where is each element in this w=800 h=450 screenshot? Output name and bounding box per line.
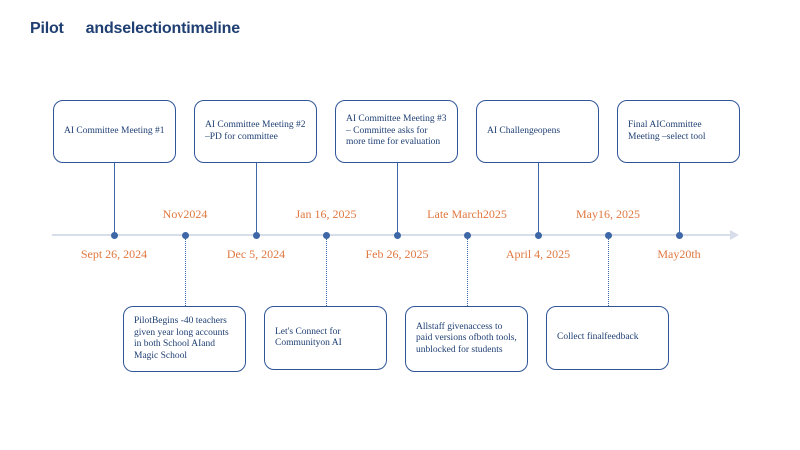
event-box-all-staff-access: Allstaff givenaccess to paid versions of… — [405, 306, 528, 372]
event-date-sept-26-2024: Sept 26, 2024 — [80, 247, 148, 261]
timeline-axis — [52, 234, 732, 236]
title-part-2: andselectiontimeline — [85, 20, 240, 37]
event-box-ai-challenge: AI Challengeopens — [476, 100, 599, 163]
title-part-1: Pilot — [30, 20, 64, 37]
event-date-may-16-2025: May16, 2025 — [576, 207, 640, 221]
event-date-dec-5-2024: Dec 5, 2024 — [226, 247, 286, 261]
timeline-dot — [534, 231, 542, 239]
connector-line — [396, 163, 398, 235]
event-date-april-4-2025: April 4, 2025 — [505, 247, 571, 261]
event-date-late-march-2025: Late March2025 — [427, 207, 507, 221]
event-box-collect-feedback: Collect finalfeedback — [546, 306, 669, 370]
event-box-pilot-begins: PilotBegins -40 teachers given year long… — [123, 306, 246, 372]
connector-line — [607, 235, 609, 306]
connector-line — [113, 163, 115, 235]
event-box-committee-meeting-2: AI Committee Meeting #2 –PD for committe… — [194, 100, 317, 163]
event-box-lets-connect: Let's Connect for Communityon AI — [264, 306, 387, 370]
connector-line — [466, 235, 468, 306]
connector-line — [678, 163, 680, 235]
event-date-may-20th: May20th — [657, 247, 701, 261]
connector-line — [537, 163, 539, 235]
event-date-feb-26-2025: Feb 26, 2025 — [365, 247, 429, 261]
connector-line — [255, 163, 257, 235]
timeline-dot — [252, 231, 260, 239]
event-date-jan-16-2025: Jan 16, 2025 — [295, 207, 357, 221]
timeline-dot — [393, 231, 401, 239]
timeline-dot — [110, 231, 118, 239]
event-box-committee-meeting-3: AI Committee Meeting #3 – Committee asks… — [335, 100, 458, 163]
timeline-arrowhead — [730, 230, 739, 240]
timeline-dot — [675, 231, 683, 239]
event-box-committee-meeting-1: AI Committee Meeting #1 — [53, 100, 176, 163]
event-date-nov-2024: Nov2024 — [162, 207, 208, 221]
event-box-final-committee-meeting: Final AICommittee Meeting –select tool — [617, 100, 740, 163]
connector-line — [325, 235, 327, 306]
page-title: Pilot andselectiontimeline — [30, 20, 240, 38]
connector-line — [184, 235, 186, 306]
